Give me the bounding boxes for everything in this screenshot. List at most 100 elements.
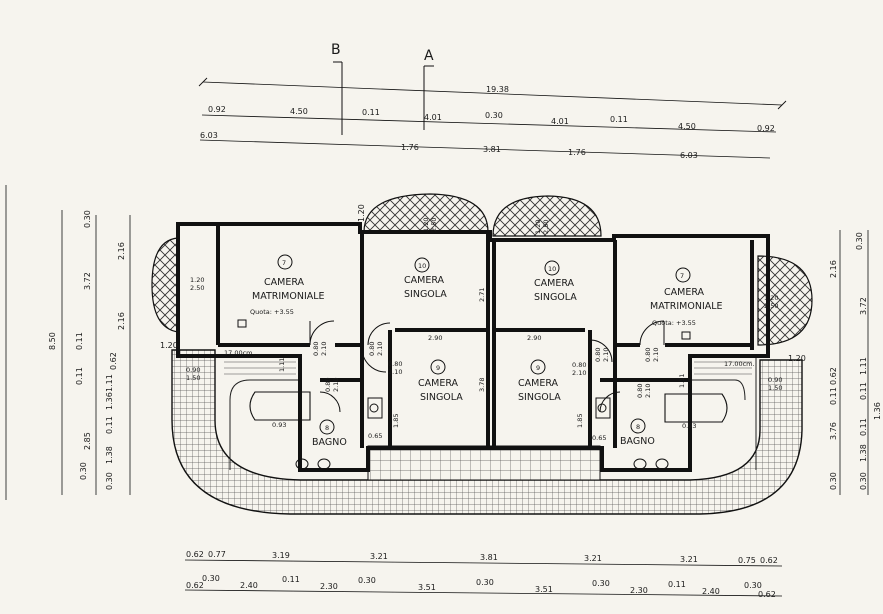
top-dimension-chain-3: 6.03 1.76 3.81 1.76 6.03 <box>199 131 771 160</box>
dim-bot2-12: 2.40 <box>702 587 720 596</box>
dim-right1-4: 0.11 <box>829 387 838 405</box>
dim-bot1-8: 0.62 <box>760 556 778 565</box>
room-label: BAGNO <box>620 436 655 447</box>
dim-bot1-3: 3.21 <box>370 552 388 561</box>
bottom-dimension-chain-1: 0.62 0.77 3.19 3.21 3.81 3.21 3.21 0.75 … <box>184 550 783 567</box>
door-dim: 0.90 <box>768 376 782 384</box>
inner-ref: 17.00cm. <box>724 360 755 368</box>
room-number: 10 <box>418 262 426 270</box>
dim-bot2-10: 2.30 <box>630 586 648 595</box>
dim-bot2-7: 0.30 <box>476 578 494 587</box>
dim-left1-6: 0.30 <box>79 462 88 480</box>
door-dim: 2.10 <box>652 348 660 362</box>
door-dim: 0.80 <box>636 384 644 398</box>
room-label: CAMERA <box>664 287 705 298</box>
building-walls <box>176 222 770 472</box>
door-dim: 2.10 <box>376 342 384 356</box>
dim-right1-9: 0.30 <box>829 472 838 490</box>
dim-right2-1: 1.38 <box>859 444 868 462</box>
balcony-right <box>757 255 813 346</box>
left-dimension-chains: 8.50 0.30 3.72 0.11 0.11 2.85 0.30 2.16 … <box>5 185 131 500</box>
dim-left2-1: 2.16 <box>117 312 126 330</box>
window-dim: 2.50 <box>190 284 204 292</box>
dim-top2-0: 0.92 <box>208 105 226 114</box>
room-number: 8 <box>636 423 640 431</box>
room-label: MATRIMONIALE <box>252 291 325 302</box>
right-dimension-chains: 0.30 2.16 3.72 0.62 0.11 1.11 0.11 3.76 … <box>829 230 882 495</box>
dim-left1-4: 0.11 <box>75 367 84 385</box>
room-number: 7 <box>680 272 684 280</box>
door-dim: 0.80 <box>388 360 402 368</box>
dim-right1-2: 3.72 <box>859 297 868 315</box>
dim-bot2-11: 0.11 <box>668 580 686 589</box>
room-label: SINGOLA <box>420 392 463 403</box>
section-marker-b: B <box>331 42 343 135</box>
bottom-dimension-chain-2: 0.62 0.30 2.40 0.11 2.30 0.30 3.51 0.30 … <box>184 574 783 599</box>
dim-right1-6: 0.11 <box>859 382 868 400</box>
section-label-b: B <box>331 42 341 58</box>
balcony-top-left <box>363 193 489 233</box>
stair-left <box>218 355 301 470</box>
dim-bot2-8: 3.51 <box>535 585 553 594</box>
dim-top2-1: 4.50 <box>290 107 308 116</box>
dim-left1-1: 3.72 <box>83 272 92 290</box>
room-label: CAMERA <box>534 278 575 289</box>
door-dim: 2.10 <box>644 384 652 398</box>
dim-left2-6: 0.30 <box>105 472 114 490</box>
dim-top2-3: 4.01 <box>424 113 442 122</box>
dim-bot2-9: 0.30 <box>592 579 610 588</box>
door-dim: 0.80 <box>572 361 586 369</box>
room-quota: Quota: +3.55 <box>652 319 696 327</box>
inner-dim: 1.20 <box>788 354 806 363</box>
room-camera-singola-9-left: 9 CAMERA SINGOLA <box>418 359 463 403</box>
door-dim: 0.80 <box>368 342 376 356</box>
dim-left1-5: 2.85 <box>83 432 92 450</box>
inner-dim: 3.78 <box>478 378 486 392</box>
inner-annotations: 2.90 2.90 2.71 3.78 0.93 0.93 1.85 1.85 … <box>160 204 806 442</box>
inner-dim: 2.71 <box>478 288 486 302</box>
room-label: CAMERA <box>404 275 445 286</box>
room-number: 9 <box>536 364 540 372</box>
dim-bot2-14: 0.62 <box>758 590 776 599</box>
room-number: 9 <box>436 364 440 372</box>
room-number: 8 <box>325 424 329 432</box>
section-label-a: A <box>424 48 434 64</box>
dim-bot1-0: 0.62 <box>186 550 204 559</box>
inner-dim: 1.11 <box>278 358 286 372</box>
dim-bot1-7: 0.75 <box>738 556 756 565</box>
section-marker-a: A <box>423 48 434 130</box>
top-dimension-chain-total: 19.38 <box>198 77 787 110</box>
dim-top3-0: 6.03 <box>200 131 218 140</box>
dim-top2-6: 0.11 <box>610 115 628 124</box>
dim-top3-3: 1.76 <box>568 148 586 157</box>
dim-top3-1: 1.76 <box>401 143 419 152</box>
terrace <box>171 349 803 515</box>
window-dim: 1.20 <box>190 276 204 284</box>
door-dim: 0.80 <box>594 348 602 362</box>
dim-left2-2: 0.62 <box>109 352 118 370</box>
room-label: CAMERA <box>264 277 305 288</box>
dim-bot2-0: 0.62 <box>186 581 204 590</box>
dim-left1-3: 1.11 <box>105 374 114 392</box>
dim-top2-4: 0.30 <box>485 111 503 120</box>
dim-left2-0: 2.16 <box>117 242 126 260</box>
dim-bot1-5: 3.21 <box>584 554 602 563</box>
dim-right2-2: 0.30 <box>859 472 868 490</box>
dim-right1-3: 0.62 <box>829 367 838 385</box>
dim-top2-8: 0.92 <box>757 124 775 133</box>
dim-bot2-1: 0.30 <box>202 574 220 583</box>
inner-dim: 0.65 <box>368 432 382 440</box>
dim-bot1-6: 3.21 <box>680 555 698 564</box>
inner-dim: 2.90 <box>428 334 442 342</box>
dim-bot2-3: 0.11 <box>282 575 300 584</box>
dim-bot1-1: 0.77 <box>208 550 226 559</box>
dim-bot1-2: 3.19 <box>272 551 290 560</box>
dim-left2-3: 1.36 <box>105 392 114 410</box>
window-dim: 1.20 <box>534 220 542 234</box>
bath-fixtures-right <box>595 393 728 470</box>
room-label: CAMERA <box>418 378 459 389</box>
inner-dim: 1.20 <box>160 341 178 350</box>
room-label: MATRIMONIALE <box>650 301 723 312</box>
